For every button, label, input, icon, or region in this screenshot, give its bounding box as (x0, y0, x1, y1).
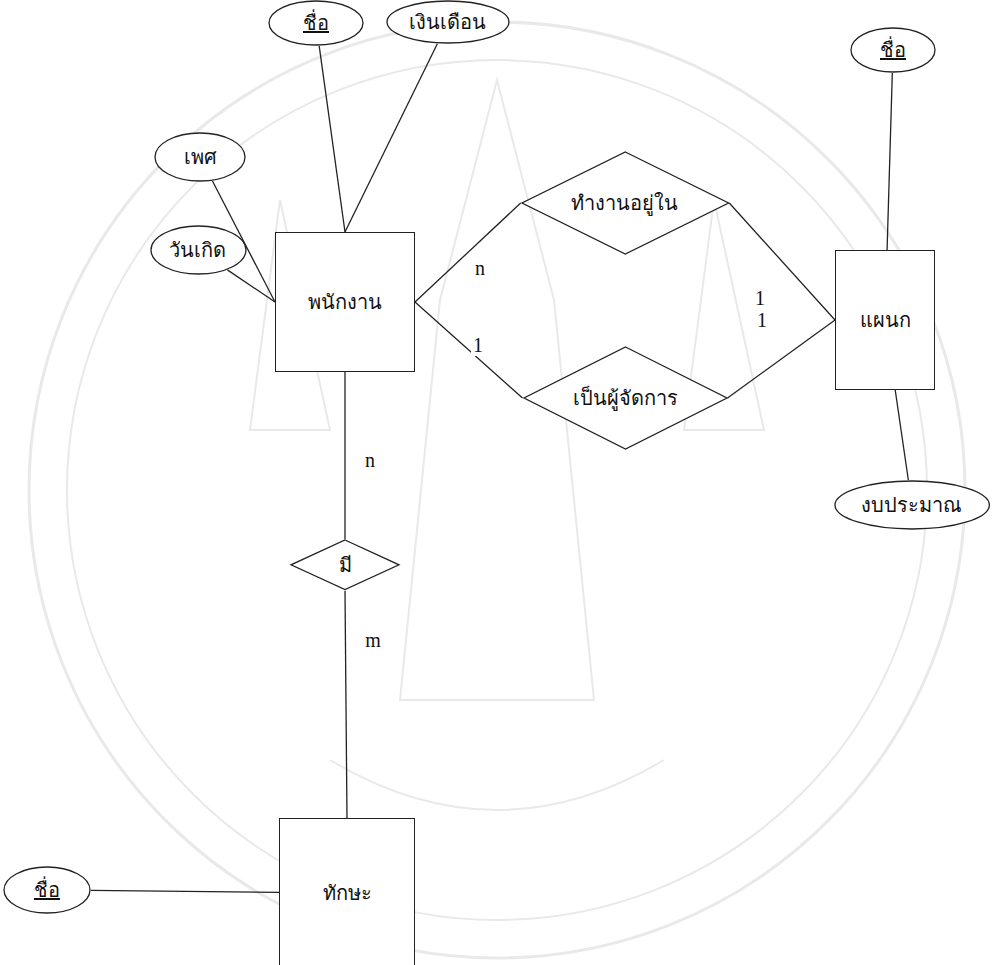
entity-box: แผนก (835, 250, 935, 390)
connector-line (345, 591, 347, 818)
seal-ring (29, 22, 965, 958)
connector-line (345, 44, 437, 232)
attribute-ellipse: ชื่อ (3, 866, 91, 914)
node-label: ทักษะ (323, 881, 372, 905)
relationship-diamond: เป็นผู้จัดการ (523, 346, 728, 450)
seal-ring (67, 60, 927, 920)
connector-line (227, 270, 275, 302)
ellipse-outline (155, 133, 245, 181)
cardinality-label: m (363, 629, 383, 651)
node-label: แผนก (860, 308, 911, 332)
attribute-ellipse: ชื่อ (268, 0, 364, 46)
relationship-diamond: มี (290, 539, 400, 591)
connector-line (319, 46, 345, 232)
diamond-outline (522, 152, 729, 254)
node-label: พนักงาน (308, 290, 382, 314)
node-label: งบประมาณ (861, 493, 962, 517)
connector-line (344, 372, 345, 539)
node-label: ชื่อ (880, 38, 906, 62)
cardinality-label: 1 (755, 309, 769, 331)
node-label: มี (339, 553, 352, 577)
entity-box: พนักงาน (275, 232, 415, 372)
ellipse-outline (4, 867, 90, 913)
ellipse-outline (269, 1, 363, 45)
cardinality-label: n (363, 449, 377, 471)
relationship-diamond: ทำงานอยู่ใน (521, 151, 730, 255)
node-label: วันเกิด (169, 238, 226, 262)
ellipse-outline (387, 1, 509, 43)
entity-box: ทักษะ (279, 818, 415, 965)
ellipse-outline (851, 28, 935, 72)
connector-line (91, 890, 279, 892)
node-label: ชื่อ (303, 11, 329, 35)
attribute-ellipse: เงินเดือน (386, 0, 510, 44)
connector-line (415, 302, 523, 398)
seal-base (330, 760, 664, 810)
cardinality-label: 1 (753, 287, 767, 309)
attribute-ellipse: วันเกิด (150, 225, 247, 275)
node-label: ชื่อ (34, 878, 60, 902)
connector-line (895, 390, 908, 480)
node-label: เพศ (184, 145, 217, 169)
diamond-outline (291, 540, 399, 590)
ellipse-outline (835, 481, 989, 529)
connector-line (415, 203, 521, 302)
attribute-ellipse: ชื่อ (850, 27, 936, 73)
cardinality-label: 1 (471, 334, 485, 356)
node-label: เงินเดือน (409, 10, 486, 34)
connector-line (729, 203, 835, 320)
connector-line (887, 73, 892, 250)
connector-line (728, 320, 836, 398)
diamond-outline (524, 347, 727, 449)
attribute-ellipse: เพศ (154, 132, 246, 182)
node-label: ทำงานอยู่ใน (571, 191, 678, 215)
node-label: เป็นผู้จัดการ (573, 386, 678, 410)
ellipse-outline (151, 226, 246, 274)
attribute-ellipse: งบประมาณ (834, 480, 990, 530)
cardinality-label: n (473, 257, 487, 279)
